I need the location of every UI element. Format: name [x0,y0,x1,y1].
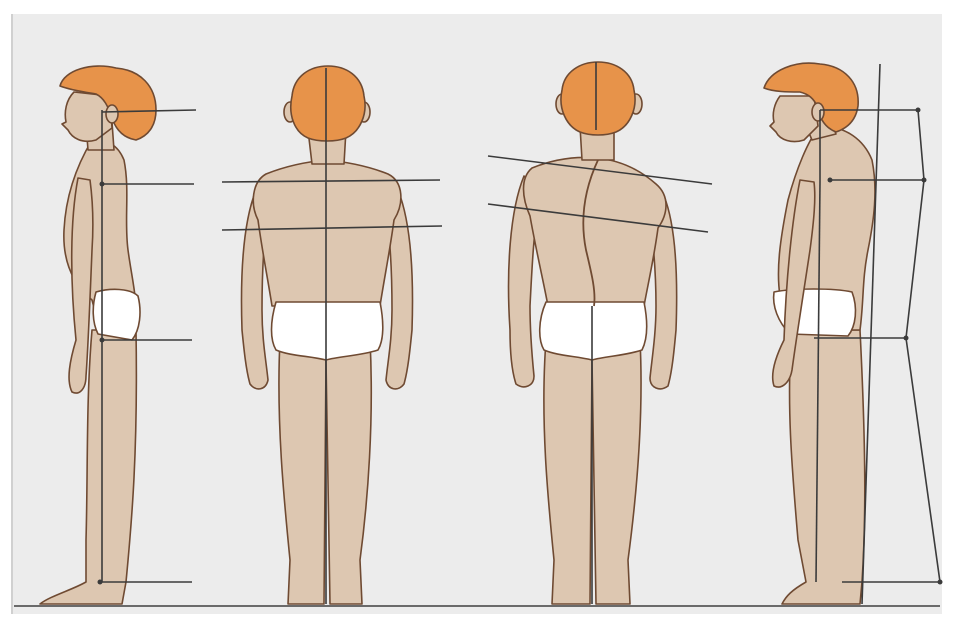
posture-diagram [0,0,954,624]
posture-diagram-svg [0,0,954,624]
